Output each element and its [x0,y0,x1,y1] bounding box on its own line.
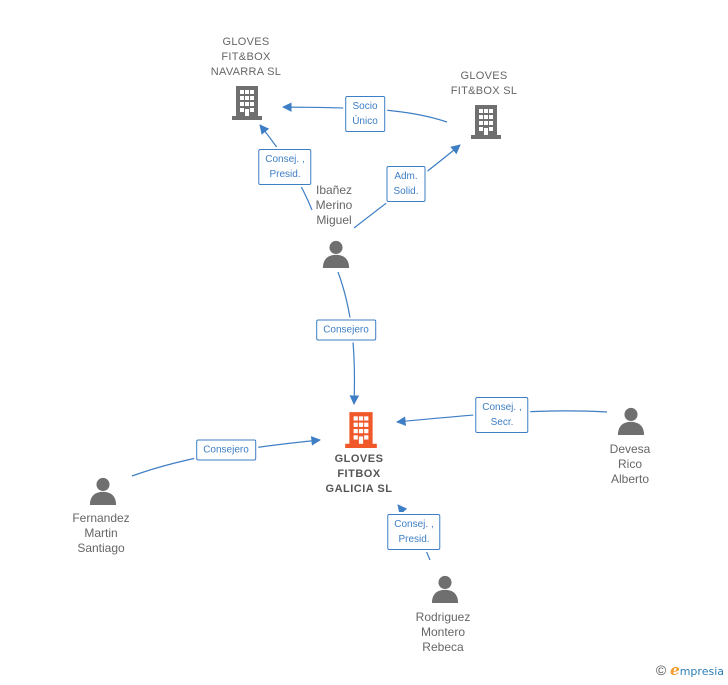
person-icon[interactable] [89,477,117,505]
person-icon[interactable] [617,407,645,435]
relation-label-consejero-left[interactable]: Consejero [196,439,256,461]
building-icon[interactable] [471,105,501,139]
relation-label-consej-presid-bottom[interactable]: Consej. , Presid. [387,514,441,550]
node-devesa-rico-alberto[interactable]: Devesa Rico Alberto [609,442,651,486]
footer-credit: © empresia [656,661,724,679]
node-ibanez-merino-miguel[interactable]: Ibañez Merino Miguel [315,183,353,227]
empresia-logo[interactable]: empresia [670,661,724,679]
copyright-symbol: © [655,662,667,678]
node-gloves-fitbox[interactable]: GLOVES FIT&BOX SL [450,70,518,97]
node-rodriguez-montero-rebeca[interactable]: Rodriguez Montero Rebeca [415,610,471,654]
building-icon[interactable] [232,86,262,120]
relation-label-socio-unico[interactable]: Socio Único [345,96,385,132]
person-icon[interactable] [431,575,459,603]
person-icon[interactable] [322,240,350,268]
relation-label-adm-solid[interactable]: Adm. Solid. [386,166,426,202]
building-icon[interactable] [345,412,377,448]
node-fernandez-martin-santiago[interactable]: Fernandez Martin Santiago [72,511,130,555]
node-gloves-galicia[interactable]: GLOVES FITBOX GALICIA SL [325,453,393,495]
relation-label-consej-presid-top[interactable]: Consej. , Presid. [258,149,312,185]
relation-label-consej-secr[interactable]: Consej. , Secr. [475,397,529,433]
relation-label-consejero-mid[interactable]: Consejero [316,319,376,341]
node-gloves-navarra[interactable]: GLOVES FIT&BOX NAVARRA SL [210,36,282,78]
